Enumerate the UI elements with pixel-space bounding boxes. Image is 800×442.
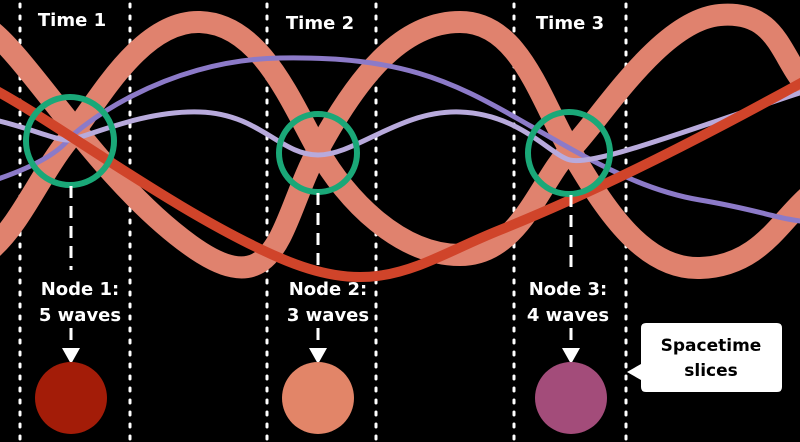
node-1-label-line2: 5 waves <box>39 305 121 326</box>
node-2-label-line2: 3 waves <box>287 305 369 326</box>
lavender-wave <box>0 90 800 164</box>
callout-bubble <box>627 323 782 392</box>
salmon-wave-a <box>0 10 800 280</box>
node-markers <box>23 94 613 197</box>
node-3-label-line1: Node 3: <box>529 279 608 300</box>
node-3-circle <box>525 109 613 197</box>
red-wave <box>0 77 800 283</box>
waves <box>0 3 800 283</box>
spacetime-slices-callout: Spacetime slices <box>627 323 782 392</box>
arrow-heads <box>62 348 580 364</box>
node-1-label-line1: Node 1: <box>41 279 120 300</box>
node-arrows <box>69 186 573 348</box>
slice-2-circle <box>282 362 354 434</box>
callout-line1: Spacetime <box>661 336 762 356</box>
time-1-label: Time 1 <box>38 10 106 31</box>
arrow-2-head <box>309 348 327 364</box>
slice-1-circle <box>35 362 107 434</box>
time-3-label: Time 3 <box>536 13 604 34</box>
node-1-circle <box>23 94 117 188</box>
node-2-circle <box>276 111 360 195</box>
arrow-3-head <box>562 348 580 364</box>
salmon-wave-b <box>0 3 800 267</box>
callout-line2: slices <box>684 361 738 381</box>
arrow-1-head <box>62 348 80 364</box>
slice-3-circle <box>535 362 607 434</box>
node-3-label-line2: 4 waves <box>527 305 609 326</box>
time-2-label: Time 2 <box>286 13 354 34</box>
node-2-label-line1: Node 2: <box>289 279 368 300</box>
